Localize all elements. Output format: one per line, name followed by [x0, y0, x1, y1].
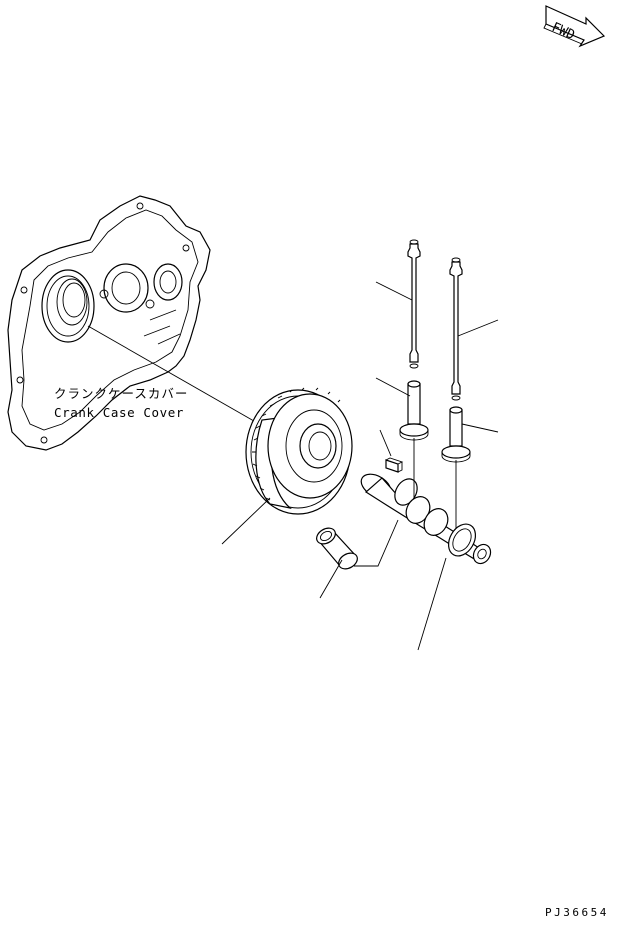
crank-case-cover — [7, 195, 211, 451]
fwd-arrow-icon: FWD — [543, 5, 606, 48]
push-rod-left — [407, 239, 421, 369]
bushing — [316, 527, 358, 570]
tappet-left — [399, 380, 429, 441]
tappet-right — [441, 406, 471, 463]
camshaft — [360, 473, 492, 565]
drawing-number: PJ36654 — [545, 906, 609, 919]
crank-case-cover-label-en: Crank Case Cover — [54, 405, 184, 420]
cam-gear — [245, 387, 353, 515]
crank-case-cover-label-jp: クランクケースカバー — [54, 386, 188, 401]
woodruff-key — [385, 457, 404, 473]
push-rod-right — [449, 257, 463, 401]
